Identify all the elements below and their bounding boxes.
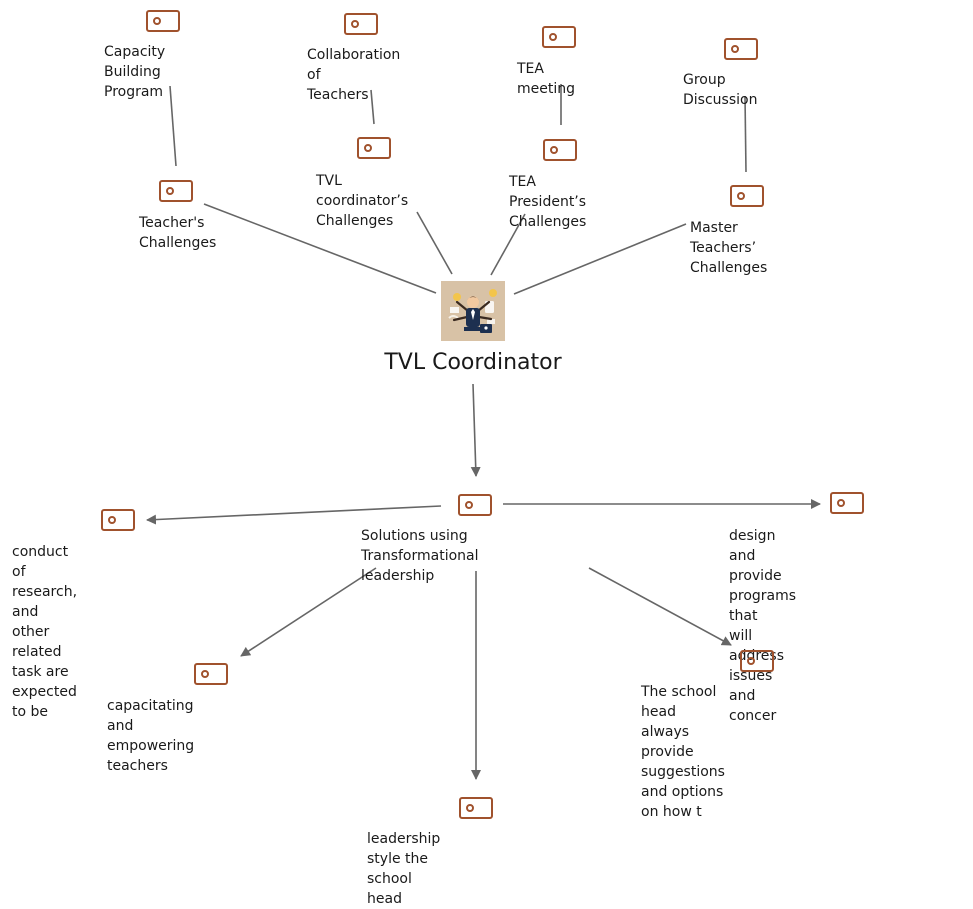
connector-teachers-to-center bbox=[203, 203, 437, 294]
node-label: Capacity Building Program bbox=[104, 44, 166, 100]
connector-group-discussion-to-master bbox=[744, 95, 747, 173]
code-icon bbox=[830, 492, 864, 514]
node-label: Master Teachers’ Challenges bbox=[690, 220, 768, 276]
code-icon bbox=[459, 797, 493, 819]
code-icon bbox=[357, 137, 391, 159]
code-icon bbox=[543, 139, 577, 161]
node-label: TEA President’s Challenges bbox=[509, 174, 587, 230]
node-label: Group Discussion bbox=[683, 72, 758, 108]
connector-tvl-to-center bbox=[416, 211, 453, 275]
connector-layer bbox=[146, 84, 821, 780]
code-icon bbox=[542, 26, 576, 48]
code-icon bbox=[146, 10, 180, 32]
connector-collaboration-to-tvl bbox=[370, 89, 375, 125]
connector-master-to-center bbox=[513, 223, 687, 295]
node-label: Solutions using Transformational leaders… bbox=[361, 528, 479, 584]
node-label: Collaboration of Teachers bbox=[307, 47, 401, 103]
code-icon bbox=[730, 185, 764, 207]
arrow-solutions-to-research bbox=[146, 505, 442, 525]
code-icon bbox=[194, 663, 228, 685]
code-icon bbox=[101, 509, 135, 531]
concept-map: Capacity Building Program Collaboration … bbox=[12, 10, 864, 907]
node-label: capacitating and empowering teachers bbox=[107, 698, 195, 774]
multitasking-person-illustration bbox=[441, 281, 505, 341]
node-label: conduct of research, and other related t… bbox=[12, 544, 78, 720]
connector-president-to-center bbox=[490, 213, 526, 276]
node-label: design and provide programs that will ad… bbox=[729, 528, 797, 724]
code-icon bbox=[344, 13, 378, 35]
arrow-center-to-solutions bbox=[470, 383, 481, 477]
arrow-solutions-to-suggestions bbox=[588, 567, 732, 646]
node-label: Teacher's Challenges bbox=[139, 215, 217, 251]
node-label: TVL coordinator’s Challenges bbox=[316, 173, 409, 229]
arrow-solutions-to-capacitating bbox=[240, 567, 377, 657]
node-label: TEA meeting bbox=[517, 61, 576, 97]
code-icon bbox=[740, 650, 774, 672]
node-label: The school head always provide suggestio… bbox=[641, 684, 725, 820]
central-node-title: TVL Coordinator bbox=[384, 350, 562, 375]
code-icon bbox=[159, 180, 193, 202]
node-label: leadership style the school head bbox=[367, 831, 441, 907]
code-icon bbox=[458, 494, 492, 516]
code-icon bbox=[724, 38, 758, 60]
connector-capacity-to-teachers bbox=[169, 85, 177, 167]
